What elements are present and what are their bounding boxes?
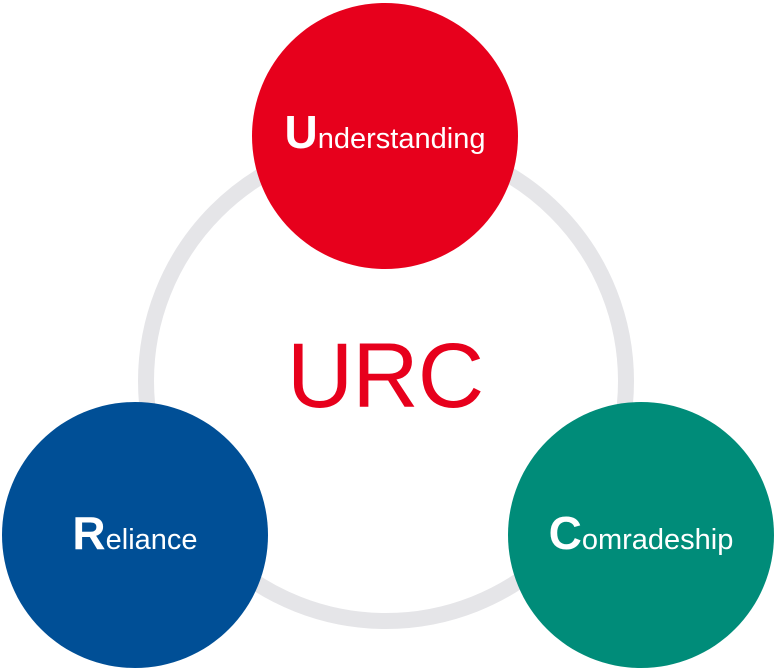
understanding-text: nderstanding (317, 123, 486, 155)
reliance-initial: R (72, 507, 106, 559)
reliance-circle: R eliance (2, 402, 268, 668)
understanding-label: U nderstanding (285, 109, 486, 155)
center-label: URC (286, 325, 484, 427)
reliance-text: eliance (105, 524, 198, 556)
comradeship-initial: C (548, 507, 582, 559)
understanding-initial: U (284, 106, 318, 158)
understanding-circle: U nderstanding (252, 3, 518, 269)
reliance-label: R eliance (72, 510, 197, 556)
comradeship-label: C omradeship (549, 510, 734, 556)
comradeship-circle: C omradeship (508, 402, 774, 668)
comradeship-text: omradeship (581, 524, 734, 556)
